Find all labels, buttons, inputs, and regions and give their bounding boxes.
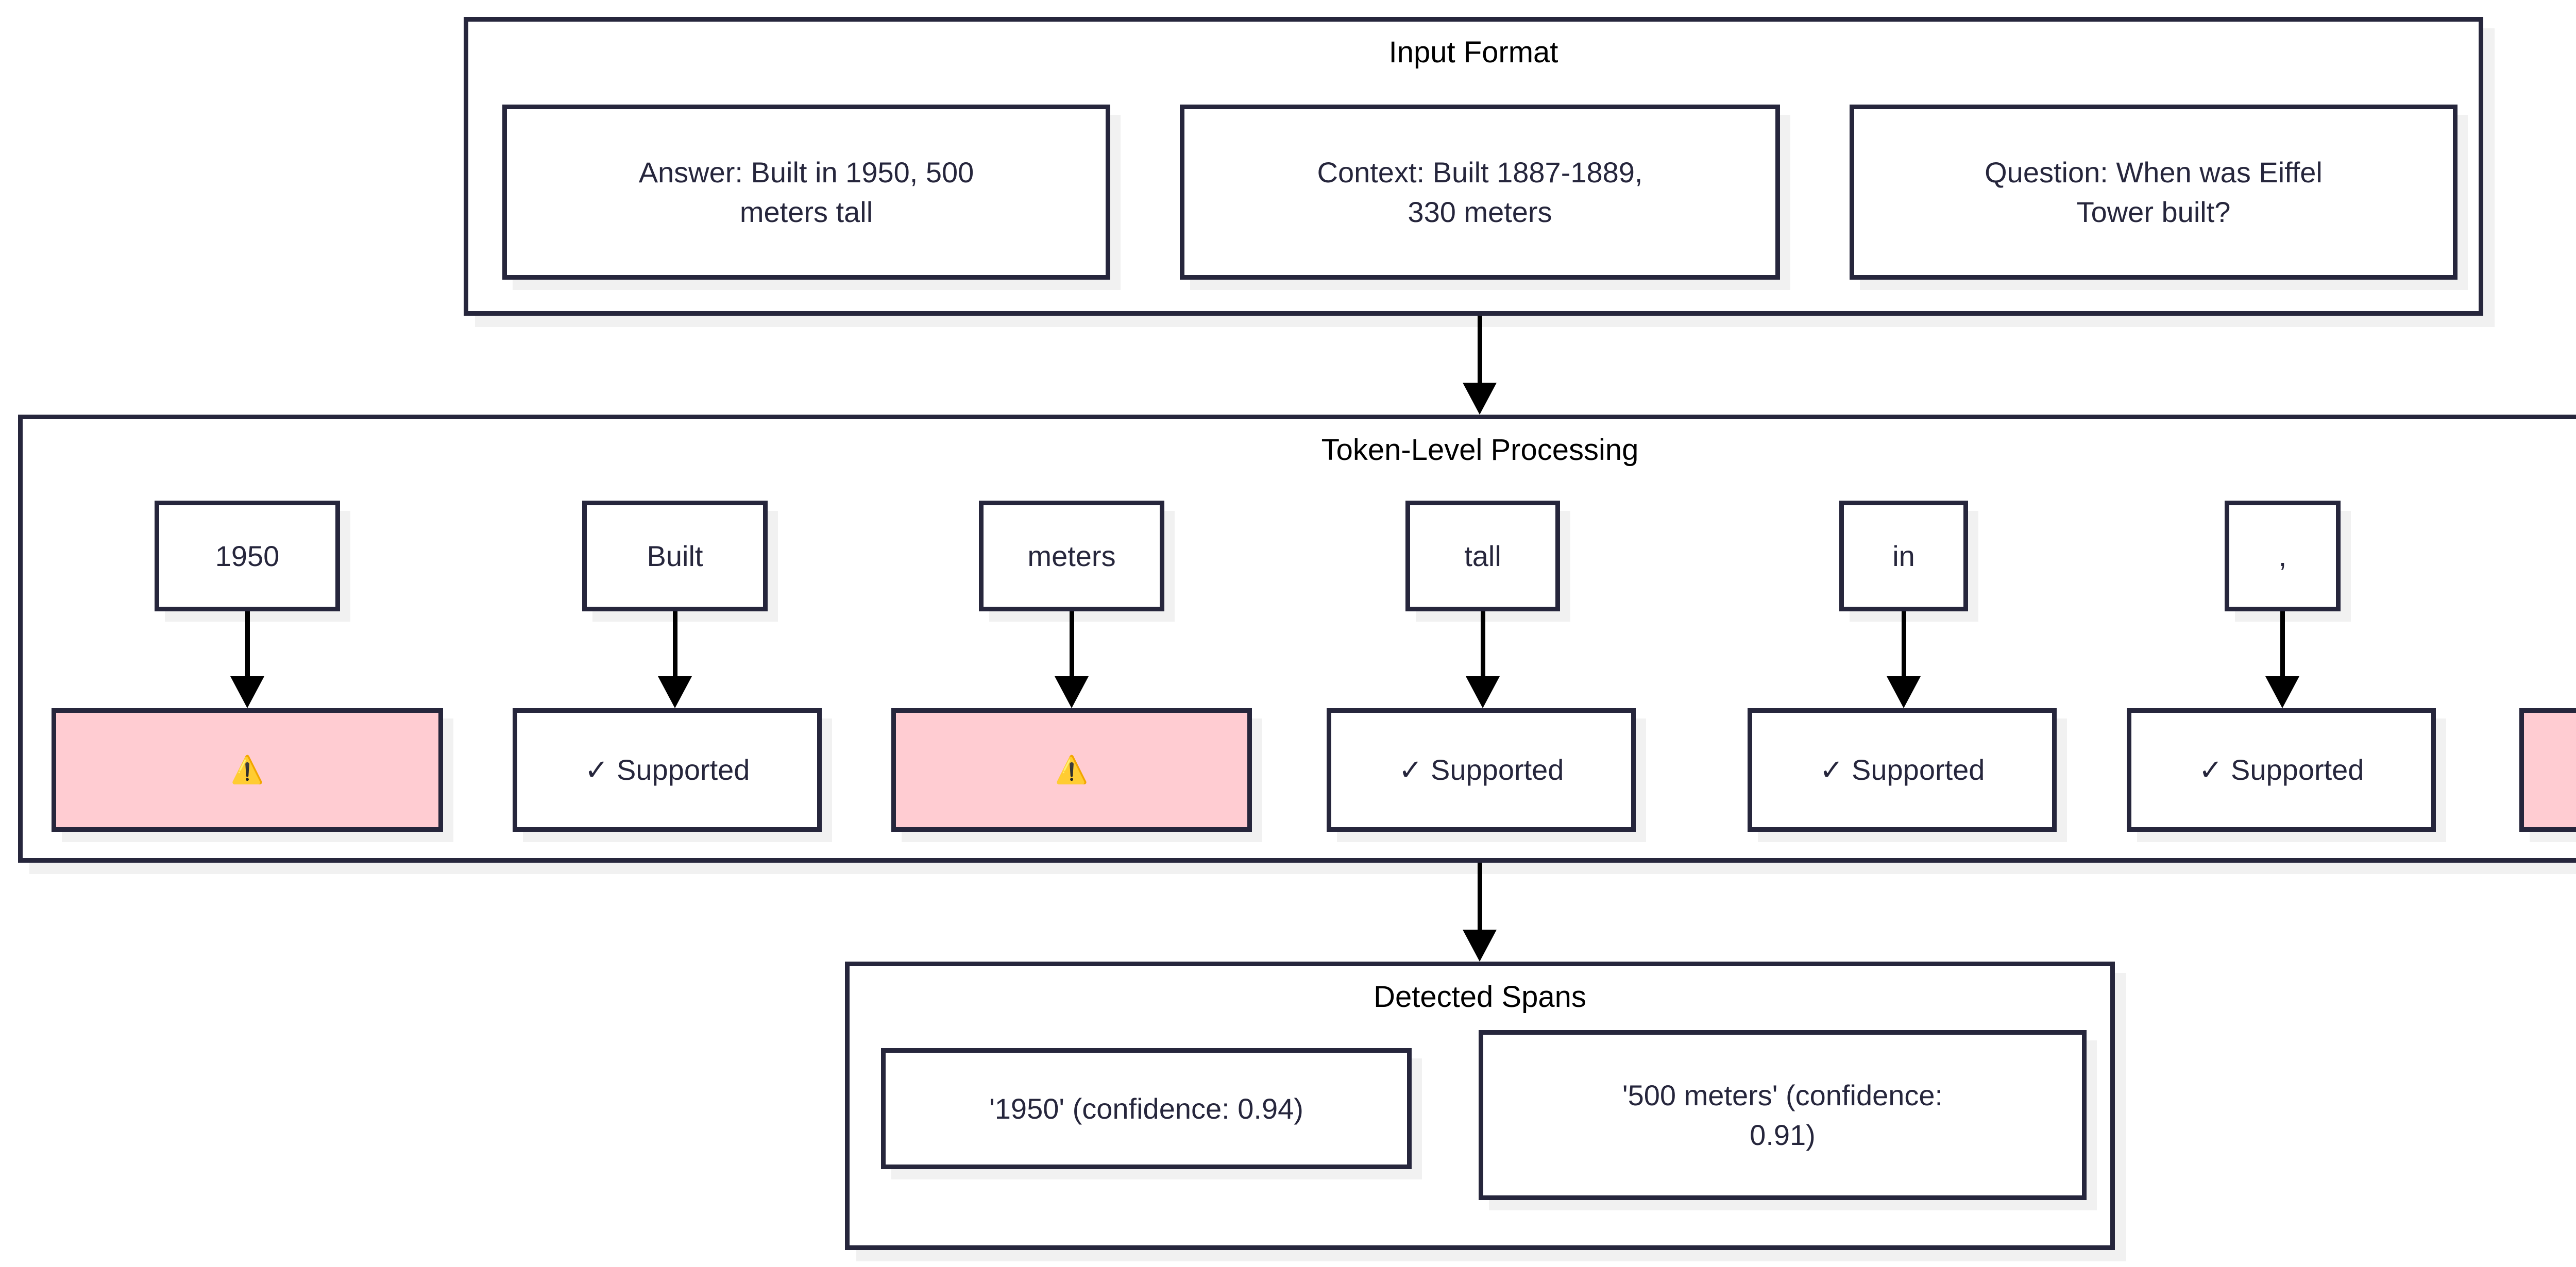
arrow-shaft bbox=[1478, 316, 1482, 383]
status-box-500-unsupported[interactable]: ⚠️ bbox=[2519, 708, 2576, 832]
warning-icon: ⚠️ bbox=[230, 755, 264, 785]
token-box-meters[interactable]: meters bbox=[979, 501, 1164, 611]
arrow-shaft bbox=[245, 611, 250, 676]
input-box-answer[interactable]: Answer: Built in 1950, 500 meters tall bbox=[502, 105, 1110, 280]
token-box-comma[interactable]: , bbox=[2225, 501, 2341, 611]
token-label: tall bbox=[1464, 539, 1501, 572]
status-label: ✓ Supported bbox=[584, 754, 750, 786]
arrow-head bbox=[2265, 676, 2299, 708]
input-box-question[interactable]: Question: When was Eiffel Tower built? bbox=[1850, 105, 2458, 280]
arrow-head bbox=[1463, 930, 1497, 962]
input-box-question-label: Question: When was Eiffel Tower built? bbox=[1985, 156, 2323, 228]
arrow-shaft bbox=[1478, 863, 1482, 930]
arrow-shaft bbox=[1070, 611, 1074, 676]
token-label: meters bbox=[1027, 539, 1116, 572]
arrow-shaft bbox=[673, 611, 677, 676]
token-label: 1950 bbox=[215, 539, 280, 572]
warning-icon: ⚠️ bbox=[2537, 757, 2576, 783]
status-box-comma-supported[interactable]: ✓ Supported bbox=[2127, 708, 2436, 832]
token-label: Built bbox=[647, 539, 703, 572]
token-processing-title: Token-Level Processing bbox=[1321, 433, 1639, 467]
arrow-shaft bbox=[1902, 611, 1906, 676]
token-box-built[interactable]: Built bbox=[582, 501, 768, 611]
status-box-meters-unsupported[interactable]: ⚠️ bbox=[891, 708, 1252, 832]
status-box-tall-supported[interactable]: ✓ Supported bbox=[1327, 708, 1636, 832]
arrow-head bbox=[1887, 676, 1921, 708]
status-label: ✓ Supported bbox=[2198, 754, 2364, 786]
token-label: in bbox=[1892, 539, 1915, 572]
token-label: , bbox=[2278, 539, 2287, 572]
input-box-context-label: Context: Built 1887-1889, 330 meters bbox=[1317, 156, 1643, 228]
status-label: ✓ Supported bbox=[1819, 754, 1985, 786]
detected-span-label: '1950' (confidence: 0.94) bbox=[989, 1092, 1303, 1125]
status-box-built-supported[interactable]: ✓ Supported bbox=[513, 708, 822, 832]
detected-spans-title: Detected Spans bbox=[1374, 980, 1586, 1014]
token-box-tall[interactable]: tall bbox=[1405, 501, 1560, 611]
arrow-head bbox=[658, 676, 692, 708]
status-box-1950-unsupported[interactable]: ⚠️ bbox=[52, 708, 443, 832]
detected-span-label: '500 meters' (confidence: 0.91) bbox=[1622, 1078, 1943, 1151]
detected-span-box-500-meters[interactable]: '500 meters' (confidence: 0.91) bbox=[1479, 1030, 2087, 1200]
status-label: ✓ Supported bbox=[1398, 754, 1564, 786]
input-box-answer-label: Answer: Built in 1950, 500 meters tall bbox=[638, 156, 974, 228]
detected-span-box-1950[interactable]: '1950' (confidence: 0.94) bbox=[881, 1048, 1412, 1169]
input-format-title: Input Format bbox=[1388, 36, 1558, 69]
input-box-context[interactable]: Context: Built 1887-1889, 330 meters bbox=[1180, 105, 1780, 280]
warning-icon: ⚠️ bbox=[1055, 755, 1089, 785]
token-box-in[interactable]: in bbox=[1839, 501, 1968, 611]
arrow-head bbox=[1055, 676, 1089, 708]
arrow-shaft bbox=[2280, 611, 2285, 676]
token-box-1950[interactable]: 1950 bbox=[155, 501, 340, 611]
arrow-head bbox=[1463, 383, 1497, 415]
arrow-head bbox=[1466, 676, 1500, 708]
arrow-head bbox=[230, 676, 264, 708]
status-box-in-supported[interactable]: ✓ Supported bbox=[1748, 708, 2057, 832]
arrow-shaft bbox=[1481, 611, 1485, 676]
